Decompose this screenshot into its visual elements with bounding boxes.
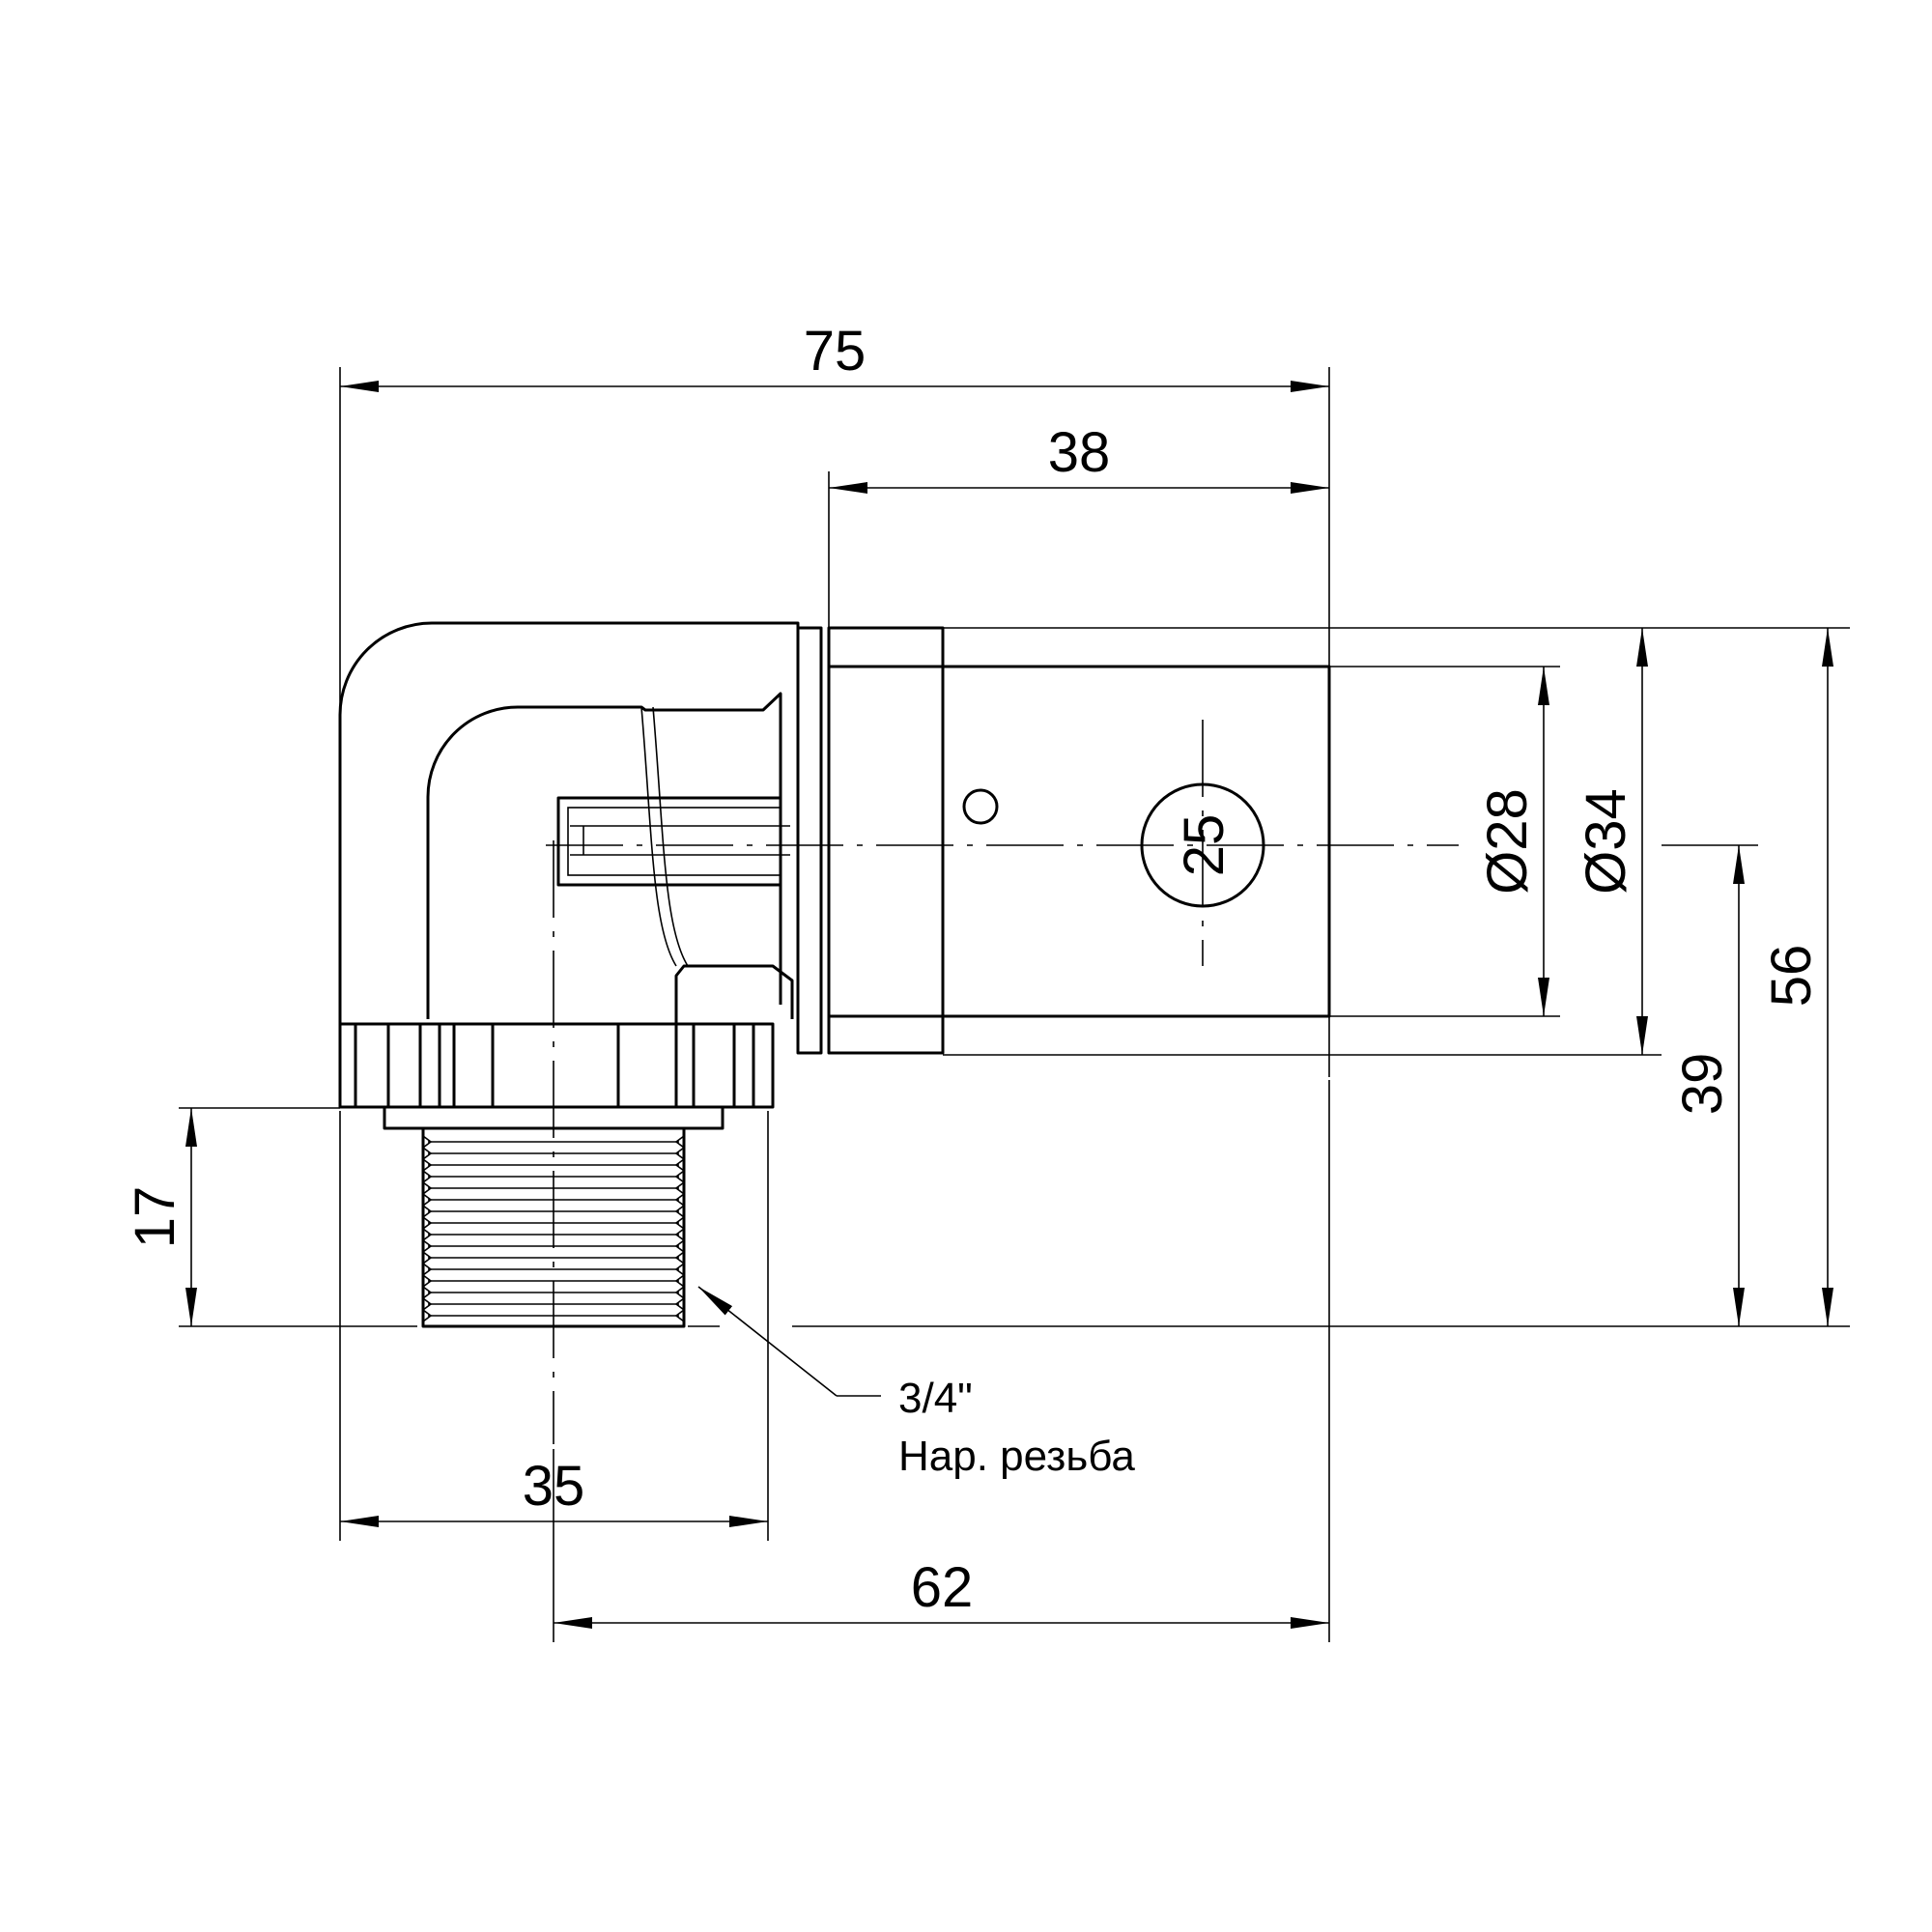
- dim-28-label: Ø28: [1476, 788, 1539, 895]
- dim-34-label: Ø34: [1575, 788, 1637, 895]
- dim-62-label: 62: [911, 1556, 974, 1619]
- thread-type-label: Нар. резьба: [898, 1433, 1135, 1480]
- flange-plate-right: [827, 626, 945, 1055]
- elbow-fitting: [338, 621, 1331, 1328]
- extension-lines: [179, 367, 1850, 1642]
- nut-flat-face: [491, 1022, 620, 1109]
- lower-step: [674, 964, 794, 1024]
- elbow-outer-contour: [338, 621, 800, 1034]
- clip-line: [640, 706, 677, 967]
- union-nut: [338, 1022, 775, 1109]
- center-lines: [546, 720, 1459, 1444]
- elbow-inner-contour: [426, 692, 782, 1019]
- inspection-hole: [962, 788, 999, 825]
- clip-line: [652, 706, 689, 967]
- dim-38-label: 38: [1048, 421, 1111, 484]
- dimension-lines: [185, 381, 1833, 1629]
- thread-size-label: 3/4": [898, 1375, 973, 1422]
- inner-pipe-stub: [556, 796, 782, 887]
- dim-39-label: 39: [1671, 1053, 1734, 1116]
- dim-56-label: 56: [1760, 945, 1823, 1008]
- dim-35-label: 35: [523, 1455, 585, 1518]
- pipe-socket: [941, 665, 1331, 1018]
- thread-leader: [697, 1286, 881, 1397]
- pipe-size-label: 25: [1173, 814, 1236, 877]
- flange-plate-left: [796, 626, 823, 1055]
- dim-17-label: 17: [124, 1186, 186, 1249]
- inner-pipe-bore: [567, 807, 781, 876]
- dim-75-label: 75: [804, 320, 867, 383]
